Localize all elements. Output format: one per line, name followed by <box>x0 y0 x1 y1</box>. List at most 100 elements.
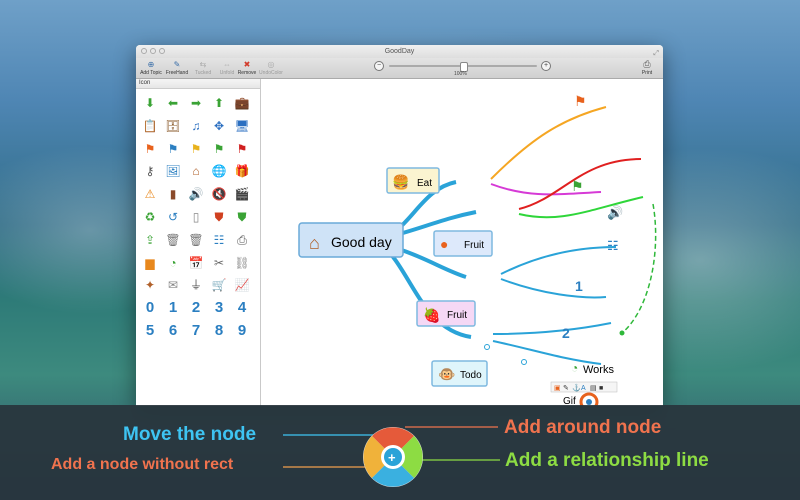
zoom-slider-knob[interactable] <box>460 62 468 72</box>
unfold-icon: ⇔ <box>223 60 231 69</box>
node-todo[interactable]: 🐵 Todo <box>431 360 488 387</box>
flag-red-icon[interactable]: ⚑ <box>236 141 248 156</box>
clipboard-icon[interactable]: 📋 <box>142 118 158 133</box>
globe-icon[interactable]: 🌐 <box>211 164 227 179</box>
zoom-in-button[interactable]: + <box>541 61 551 71</box>
gift-icon[interactable]: 🎁 <box>234 164 250 179</box>
caption-add-around: Add around node <box>504 417 662 438</box>
number-3-icon[interactable]: 3 <box>214 299 224 317</box>
arrow-left-icon[interactable]: ⬅ <box>167 96 179 110</box>
remove-button[interactable]: ✖Remove <box>234 59 260 76</box>
remove-icon: ✖ <box>243 60 251 69</box>
monitor-icon[interactable]: 🖥 <box>234 118 250 133</box>
upload-icon[interactable]: ⇪ <box>144 232 156 247</box>
add-icon: + <box>388 450 396 465</box>
arrow-up-icon[interactable]: ⬆ <box>213 96 225 110</box>
trash-icon[interactable]: 🗑 <box>165 232 181 247</box>
line-eat-flag1 <box>490 106 607 180</box>
gif-label: Gif <box>563 396 576 406</box>
zoom-window-button[interactable] <box>159 48 165 54</box>
refresh-icon[interactable]: ♻ <box>144 209 156 224</box>
node-fruit-2[interactable]: 🍓 Fruit <box>416 300 476 327</box>
key-icon[interactable]: ⚷ <box>145 164 155 179</box>
wand-icon[interactable]: ✦ <box>144 278 156 293</box>
root-node[interactable]: ⌂ Good day <box>298 222 404 258</box>
wallet-icon[interactable]: ▮ <box>169 187 177 202</box>
home-icon[interactable]: ⌂ <box>192 164 200 179</box>
tucked-button[interactable]: ⇆Tucked <box>190 59 216 76</box>
mute-icon[interactable]: 🔇 <box>211 187 227 202</box>
contact-icon[interactable]: ☷ <box>213 232 225 247</box>
folder-icon[interactable]: ▆ <box>145 255 155 270</box>
line-eat-flag2 <box>490 183 602 196</box>
line-todo-works <box>492 322 612 335</box>
arrow-down-icon[interactable]: ⬇ <box>144 96 156 110</box>
number-4-icon[interactable]: 4 <box>237 299 247 317</box>
zoom-out-button[interactable]: − <box>374 61 384 71</box>
undo-icon[interactable]: ↺ <box>167 209 179 224</box>
number-6-icon[interactable]: 6 <box>168 321 178 339</box>
grapefruit-icon: ● <box>440 236 448 252</box>
legend-wheel: + <box>283 426 500 487</box>
pie-chart-icon[interactable]: ◔ <box>169 255 177 270</box>
flag-orange-icon[interactable]: ⚑ <box>144 141 156 156</box>
undo-color-button[interactable]: ◎UndoColor <box>259 60 283 76</box>
chart-icon[interactable]: 📈 <box>234 278 250 293</box>
print-button[interactable]: ⎙Print <box>637 59 657 76</box>
link-icon: ⚓ <box>572 383 581 392</box>
clapper-icon[interactable]: 🎬 <box>234 187 250 202</box>
mindmap-canvas[interactable]: ⌂ Good day 🍔 Eat ● Fruit 🍓 Fruit <box>261 79 663 406</box>
relationship-line <box>620 203 657 335</box>
line-fruit-speaker <box>518 158 642 210</box>
tools-icon[interactable]: ✂ <box>213 255 225 270</box>
add-topic-button[interactable]: ⊕Add Topic <box>138 59 164 76</box>
close-window-button[interactable] <box>141 48 147 54</box>
image-icon: ▣ <box>554 385 561 392</box>
node-fruit-1[interactable]: ● Fruit <box>433 230 493 257</box>
flag-yellow-icon[interactable]: ⚑ <box>190 141 202 156</box>
music-icon[interactable]: ♫ <box>191 118 201 133</box>
minimize-window-button[interactable] <box>150 48 156 54</box>
eat-label: Eat <box>417 178 432 189</box>
cart-icon[interactable]: 🛒 <box>211 278 227 293</box>
line-fruit-contact <box>518 196 644 219</box>
usb-icon[interactable]: ⏚ <box>189 278 202 293</box>
number-5-icon[interactable]: 5 <box>145 321 155 339</box>
shield-red-icon[interactable]: ⛊ <box>214 209 224 224</box>
freehand-icon: ✎ <box>173 60 181 69</box>
number-2-icon[interactable]: 2 <box>191 299 201 317</box>
link-icon[interactable]: ⛓ <box>234 255 250 270</box>
number-one-label: 1 <box>575 278 583 294</box>
speaker-icon[interactable]: 🔊 <box>188 187 204 202</box>
warning-icon[interactable]: ⚠ <box>144 187 156 202</box>
window-title: GoodDay <box>384 48 415 55</box>
shield-green-icon[interactable]: ⛊ <box>237 209 247 224</box>
unfold-button[interactable]: ⇔Unfold <box>214 59 240 76</box>
flag-green-icon: ⚑ <box>571 178 584 194</box>
picture-icon[interactable]: 🖼 <box>165 164 181 179</box>
move-icon[interactable]: ✥ <box>213 118 225 133</box>
app-window: GoodDay ⤢ ⊕Add Topic ✎FreeHand ⇆Tucked ⇔… <box>136 45 663 406</box>
briefcase-icon[interactable]: 💼 <box>234 96 250 110</box>
number-9-icon[interactable]: 9 <box>237 321 247 339</box>
freehand-button[interactable]: ✎FreeHand <box>165 60 189 76</box>
number-1-icon[interactable]: 1 <box>168 299 178 317</box>
mail-icon[interactable]: ✉ <box>167 278 179 293</box>
mini-format-toolbar[interactable]: ▣ ✎ ⚓ A ▤ ■ <box>550 381 618 393</box>
cabinet-icon[interactable]: 🗄 <box>165 118 181 133</box>
window-controls <box>141 48 165 54</box>
arrow-right-icon[interactable]: ➡ <box>190 96 202 110</box>
printer-icon[interactable]: ⎙ <box>237 232 247 247</box>
caption-add-without-rect: Add a node without rect <box>51 456 234 473</box>
number-7-icon[interactable]: 7 <box>191 321 201 339</box>
flag-green-icon[interactable]: ⚑ <box>213 141 225 156</box>
flag-orange-icon: ⚑ <box>574 93 587 109</box>
fullscreen-icon[interactable]: ⤢ <box>653 50 659 57</box>
number-8-icon[interactable]: 8 <box>214 321 224 339</box>
flag-blue-icon[interactable]: ⚑ <box>167 141 179 156</box>
node-eat[interactable]: 🍔 Eat <box>386 167 440 194</box>
number-0-icon[interactable]: 0 <box>145 299 155 317</box>
phone-icon[interactable]: ▯ <box>192 209 200 224</box>
calendar-icon[interactable]: 📅 <box>188 255 204 270</box>
trash-full-icon[interactable]: 🗑 <box>188 232 204 247</box>
